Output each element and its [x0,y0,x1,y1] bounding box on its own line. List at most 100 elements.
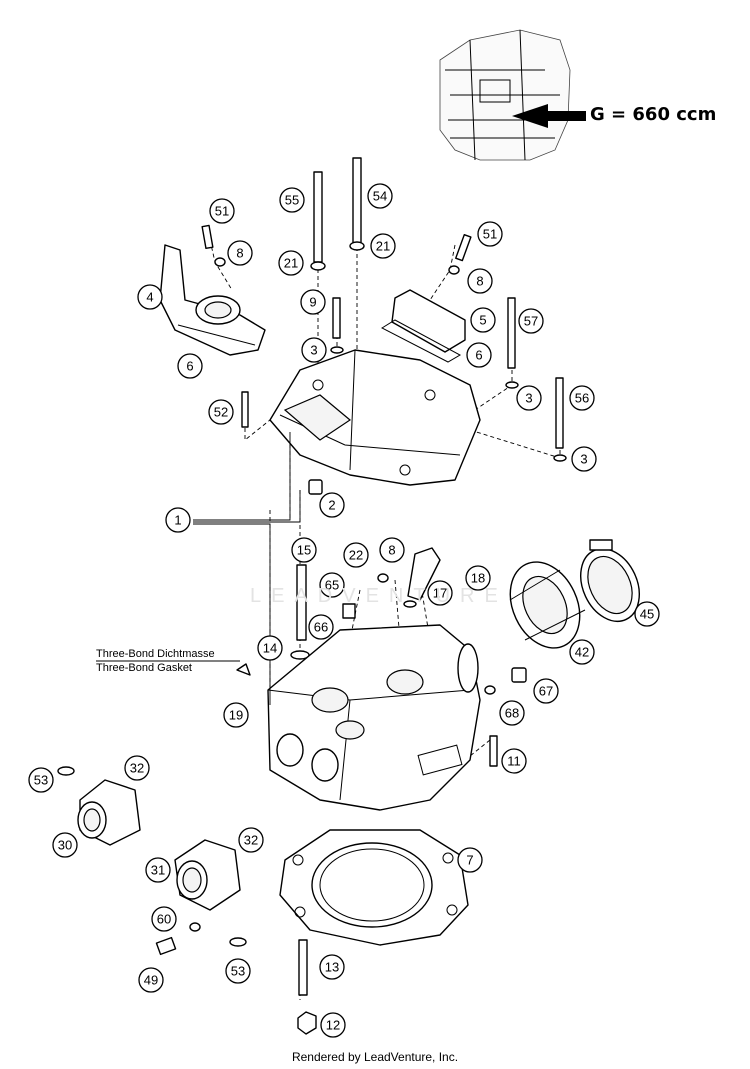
callout-circle [52,832,78,858]
callout-circle [466,342,492,368]
callout-number: 54 [373,189,387,204]
callout-2: 2 [319,492,345,518]
callout-circle [465,565,491,591]
callout-3: 3 [571,446,597,472]
callout-14: 14 [257,635,283,661]
callout-circle [151,906,177,932]
cylinder-head [267,624,481,811]
callout-number: 4 [146,290,153,305]
callout-67: 67 [533,678,559,704]
callout-number: 55 [285,193,299,208]
callout-49: 49 [138,967,164,993]
callout-circle [223,702,249,728]
callout-number: 32 [130,761,144,776]
watermark: LEADVENTURE [250,585,508,607]
callout-15: 15 [291,537,317,563]
callout-number: 21 [376,239,390,254]
callout-circle [177,353,203,379]
callout-number: 3 [310,343,317,358]
callout-circle [571,446,597,472]
intake-boot [509,561,586,649]
callout-42: 42 [569,639,595,665]
callout-number: 67 [539,684,553,699]
sealant-note-de: Three-Bond Dichtmasse [96,648,215,660]
callout-number: 51 [215,204,229,219]
callout-circle [208,399,234,425]
callout-4: 4 [137,284,163,310]
callout-57: 57 [518,308,544,334]
callout-circle [279,187,305,213]
exhaust-flange-upper [77,779,141,846]
callout-circle [370,233,396,259]
callout-circle [209,198,235,224]
callout-circle [145,857,171,883]
callout-number: 53 [34,773,48,788]
sealant-note-en: Three-Bond Gasket [96,662,192,674]
callout-circle [427,580,453,606]
callout-number: 68 [505,706,519,721]
callout-number: 15 [297,543,311,558]
callout-number: 3 [525,391,532,406]
callout-30: 30 [52,832,78,858]
callout-circle [137,284,163,310]
callout-60: 60 [151,906,177,932]
callout-55: 55 [279,187,305,213]
callout-number: 30 [58,838,72,853]
callout-12: 12 [320,1012,346,1038]
callout-number: 18 [471,571,485,586]
callout-number: 66 [314,620,328,635]
callout-circle [467,268,493,294]
callout-circle [343,542,369,568]
callout-circle [518,308,544,334]
callout-53: 53 [28,767,54,793]
callout-number: 8 [236,246,243,261]
cam-cover-plate [380,289,466,363]
callout-circle [124,755,150,781]
callout-68: 68 [499,700,525,726]
callout-18: 18 [465,565,491,591]
callout-53: 53 [225,958,251,984]
callout-number: 57 [524,314,538,329]
callout-21: 21 [278,250,304,276]
footer-credit: Rendered by LeadVenture, Inc. [291,1050,459,1064]
callout-circle [470,307,496,333]
callout-3: 3 [516,385,542,411]
callout-51: 51 [209,198,235,224]
callout-number: 65 [325,578,339,593]
callout-circle [457,847,483,873]
callout-9: 9 [300,289,326,315]
callout-circle [257,635,283,661]
callout-circle [165,507,191,533]
callout-circle [28,767,54,793]
callout-circle [320,1012,346,1038]
callout-number: 49 [144,973,158,988]
callout-21: 21 [370,233,396,259]
callout-circle [278,250,304,276]
head-gasket [279,829,469,946]
callout-31: 31 [145,857,171,883]
thermostat-housing [159,244,266,356]
callout-number: 9 [309,295,316,310]
callout-circle [569,639,595,665]
bolts [201,157,564,996]
callout-65: 65 [319,572,345,598]
valve-guide [407,547,441,601]
callout-circle [499,700,525,726]
callout-circle [138,967,164,993]
callout-number: 17 [433,586,447,601]
callout-number: 6 [475,348,482,363]
callout-circle [300,289,326,315]
callout-circle [501,748,527,774]
callout-number: 42 [575,645,589,660]
callout-circle [516,385,542,411]
callout-1: 1 [165,507,191,533]
exhaust-flange-lower [174,839,241,911]
callout-number: 56 [575,391,589,406]
callout-circle [301,337,327,363]
callout-number: 7 [466,853,473,868]
callout-number: 53 [231,964,245,979]
callout-5: 5 [470,307,496,333]
callout-number: 5 [479,313,486,328]
callout-circle [379,537,405,563]
callout-circle [225,958,251,984]
